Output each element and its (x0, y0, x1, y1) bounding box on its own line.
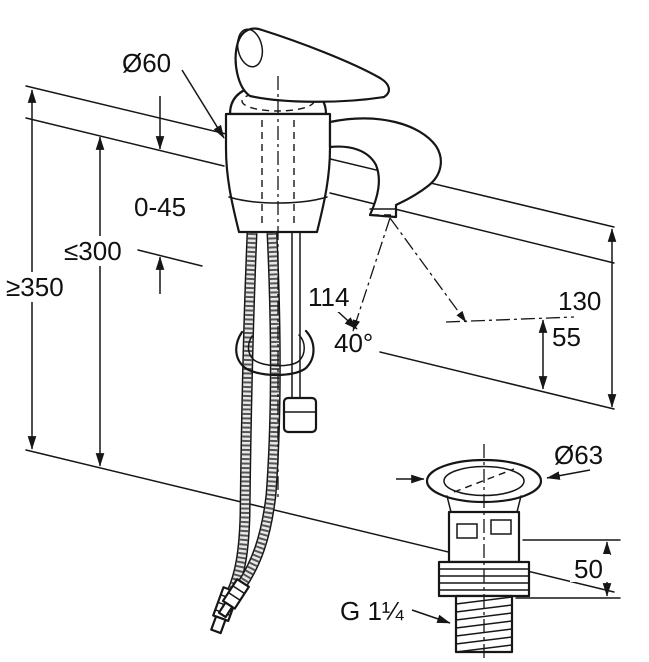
stream-line-left (352, 217, 391, 332)
dimensions (27, 69, 621, 624)
centerlines (277, 76, 485, 658)
supply-hoses (210, 232, 281, 635)
lever-knob (236, 28, 264, 68)
dim-label-55: 55 (552, 322, 581, 352)
stream-lines (352, 217, 575, 332)
thread-line (455, 612, 513, 621)
dim-label-114: 114 (308, 282, 349, 312)
fitting-line (227, 591, 241, 601)
faucet-spout (328, 117, 442, 219)
labels: Ø60 0-45 ≤300 ≥350 114 40° 130 55 Ø63 50… (6, 48, 603, 626)
mounting-hardware (235, 231, 318, 434)
stream-level-line (445, 316, 575, 323)
hose-braiding (237, 232, 280, 589)
deck-underside-tick (137, 249, 203, 267)
faucet-internals (261, 120, 295, 228)
thread-line (455, 636, 513, 645)
label-bg (304, 284, 356, 312)
dim-label-thread: G 1¼ (340, 596, 404, 626)
fitting-nipple (210, 615, 227, 635)
leader-dia63-right (546, 469, 591, 480)
leader-dia60 (181, 69, 225, 139)
fitting-nipple (217, 601, 234, 619)
hose-braiding (228, 232, 256, 594)
supply-hose-left (226, 232, 258, 595)
dim-label-50: 50 (574, 554, 603, 584)
waste-neck (516, 495, 522, 513)
waste-slot (456, 523, 478, 539)
deck-line-right (329, 192, 615, 264)
supply-hose-right (236, 232, 281, 590)
deck-line-left (25, 117, 225, 167)
dim-label-min350: ≥350 (6, 272, 64, 302)
faucet-body (224, 112, 332, 234)
dim-label-dia60: Ø60 (122, 48, 171, 78)
fitting-line (232, 585, 246, 595)
mounting-nut (282, 396, 318, 434)
dim-label-130: 130 (558, 286, 601, 316)
faucet (224, 27, 442, 234)
outlet-reference-line (379, 351, 615, 410)
mounting-clamp (235, 329, 315, 377)
thread-line (455, 604, 513, 613)
label-backgrounds (2, 236, 610, 582)
waste-neck (446, 495, 452, 513)
label-bg (2, 272, 80, 302)
dim-label-max300: ≤300 (64, 236, 122, 266)
thread-hatching (455, 596, 513, 653)
dim-label-range045: 0-45 (134, 192, 186, 222)
label-bg (570, 554, 610, 582)
dim-label-angle40: 40° (334, 328, 373, 358)
waste-plug-hidden-line (453, 468, 515, 493)
dim-label-dia63: Ø63 (554, 440, 603, 470)
stream-line-right (389, 217, 467, 323)
hose-fitting (217, 578, 250, 619)
leader-thread (411, 609, 451, 624)
faucet-lever-handle (234, 27, 390, 103)
waste-slot (490, 519, 512, 535)
label-bg (58, 236, 134, 266)
mounting-clamp-inner (247, 334, 305, 367)
